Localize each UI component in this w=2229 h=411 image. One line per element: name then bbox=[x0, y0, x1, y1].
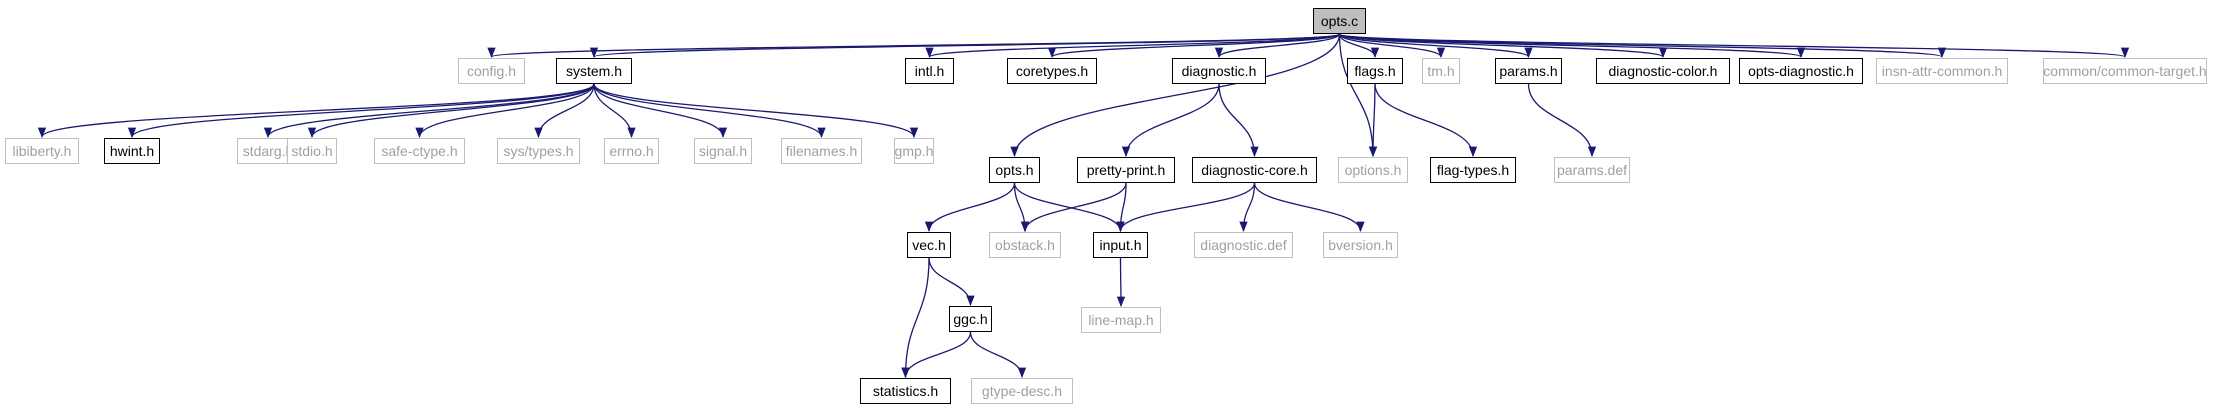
edge-opts_c-to-common_target_h bbox=[1338, 33, 2129, 59]
edge-system_h-to-stdarg_h bbox=[263, 83, 595, 139]
edge-opts_c-to-system_h bbox=[590, 33, 1341, 59]
node-statistics-h[interactable]: statistics.h bbox=[860, 378, 951, 404]
node-errno-h: errno.h bbox=[604, 138, 659, 164]
edge-system_h-to-hwint_h bbox=[128, 83, 595, 139]
node-diagnostic-color-h[interactable]: diagnostic-color.h bbox=[1596, 58, 1730, 84]
edge-system_h-to-signal_h bbox=[593, 83, 728, 139]
node-vec-h[interactable]: vec.h bbox=[907, 232, 951, 258]
node-params-def: params.def bbox=[1554, 157, 1630, 183]
edge-opts_c-to-options_h bbox=[1338, 33, 1378, 158]
node-signal-h: signal.h bbox=[694, 138, 752, 164]
node-filenames-h: filenames.h bbox=[781, 138, 862, 164]
edge-diagnostic_core_h-to-bversion_h bbox=[1253, 182, 1365, 233]
edge-system_h-to-errno_h bbox=[593, 83, 636, 139]
edge-ggc_h-to-gtype_desc_h bbox=[969, 331, 1027, 379]
edge-system_h-to-filenames_h bbox=[593, 83, 826, 139]
edge-system_h-to-stdio_h bbox=[307, 83, 595, 139]
edge-diagnostic_h-to-pretty_print_h bbox=[1121, 83, 1220, 158]
edge-opts_c-to-intl_h bbox=[925, 33, 1341, 59]
node-params-h[interactable]: params.h bbox=[1495, 58, 1562, 84]
node-bversion-h: bversion.h bbox=[1323, 232, 1398, 258]
node-flags-h[interactable]: flags.h bbox=[1347, 58, 1403, 84]
node-pretty-print-h[interactable]: pretty-print.h bbox=[1077, 157, 1175, 183]
edge-opts_c-to-coretypes_h bbox=[1048, 33, 1341, 59]
node-system-h[interactable]: system.h bbox=[556, 58, 632, 84]
edge-flags_h-to-options_h bbox=[1368, 83, 1378, 158]
node-diagnostic-h[interactable]: diagnostic.h bbox=[1172, 58, 1266, 84]
node-hwint-h[interactable]: hwint.h bbox=[104, 138, 160, 164]
node-insn-attr-common-h: insn-attr-common.h bbox=[1876, 58, 2008, 84]
edge-system_h-to-safe_ctype_h bbox=[415, 83, 595, 139]
node-gtype-desc-h: gtype-desc.h bbox=[971, 378, 1073, 404]
edge-pretty_print_h-to-obstack_h bbox=[1020, 182, 1127, 233]
edge-diagnostic_h-to-diagnostic_core_h bbox=[1218, 83, 1259, 158]
node-diagnostic-def: diagnostic.def bbox=[1194, 232, 1293, 258]
node-libiberty-h: libiberty.h bbox=[5, 138, 79, 164]
node-opts-h[interactable]: opts.h bbox=[989, 157, 1040, 183]
node-ggc-h[interactable]: ggc.h bbox=[949, 306, 992, 332]
edge-opts_c-to-opts_h bbox=[1010, 33, 1341, 158]
node-sys-types-h: sys/types.h bbox=[497, 138, 580, 164]
node-input-h[interactable]: input.h bbox=[1093, 232, 1148, 258]
edge-input_h-to-line_map_h bbox=[1116, 257, 1126, 308]
edge-system_h-to-libiberty_h bbox=[38, 83, 595, 139]
node-diagnostic-core-h[interactable]: diagnostic-core.h bbox=[1192, 157, 1317, 183]
edge-opts_c-to-diagnostic_color_h bbox=[1338, 33, 1667, 59]
edge-vec_h-to-statistics_h bbox=[901, 257, 930, 379]
node-obstack-h: obstack.h bbox=[989, 232, 1061, 258]
node-gmp-h: gmp.h bbox=[894, 138, 934, 164]
edge-opts_c-to-params_h bbox=[1338, 33, 1533, 59]
edge-diagnostic_core_h-to-diagnostic_def bbox=[1239, 182, 1256, 233]
edge-vec_h-to-ggc_h bbox=[928, 257, 975, 307]
node-flag-types-h[interactable]: flag-types.h bbox=[1430, 157, 1516, 183]
edge-opts_h-to-vec_h bbox=[924, 182, 1016, 233]
node-coretypes-h[interactable]: coretypes.h bbox=[1007, 58, 1097, 84]
node-intl-h[interactable]: intl.h bbox=[905, 58, 954, 84]
node-tm-h: tm.h bbox=[1422, 58, 1460, 84]
node-common-target-h: common/common-target.h bbox=[2043, 58, 2207, 84]
edge-opts_h-to-obstack_h bbox=[1013, 182, 1030, 233]
edge-flags_h-to-flag_types_h bbox=[1374, 83, 1478, 158]
node-options-h: options.h bbox=[1338, 157, 1408, 183]
node-stdio-h: stdio.h bbox=[287, 138, 337, 164]
edge-opts_c-to-diagnostic_h bbox=[1214, 33, 1341, 59]
edge-opts_h-to-input_h bbox=[1013, 182, 1125, 233]
edge-params_h-to-params_def bbox=[1527, 83, 1597, 158]
node-config-h: config.h bbox=[458, 58, 525, 84]
edge-system_h-to-sys_types_h bbox=[534, 83, 595, 139]
node-opts-diagnostic-h[interactable]: opts-diagnostic.h bbox=[1739, 58, 1863, 84]
node-opts-c[interactable]: opts.c bbox=[1313, 8, 1366, 34]
edge-opts_c-to-tm_h bbox=[1338, 33, 1446, 59]
edge-system_h-to-gmp_h bbox=[593, 83, 919, 139]
edge-ggc_h-to-statistics_h bbox=[901, 331, 972, 379]
node-safe-ctype-h: safe-ctype.h bbox=[374, 138, 465, 164]
edge-diagnostic_core_h-to-input_h bbox=[1116, 182, 1256, 233]
node-line-map-h: line-map.h bbox=[1081, 307, 1161, 333]
